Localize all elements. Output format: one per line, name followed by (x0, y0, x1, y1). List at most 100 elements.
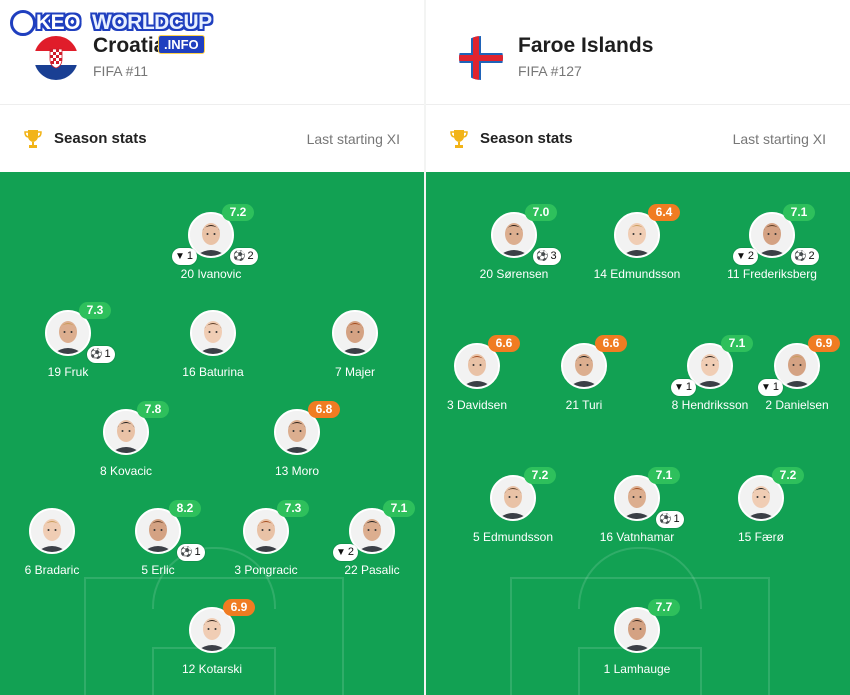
player-name: 8 Kovacic (99, 464, 153, 478)
logo-text-worldcup: WORLDCUP (92, 11, 212, 34)
goals-count: 2 (247, 250, 254, 262)
rating-badge: 6.4 (648, 204, 680, 221)
player-name: 5 Erlic (141, 563, 175, 577)
player-14-edmundsson[interactable]: 6.4 14 Edmundsson (572, 204, 702, 286)
football-icon: ⚽ (90, 349, 103, 360)
player-photo (103, 409, 149, 455)
football-icon: ⚽ (180, 547, 193, 558)
rating-badge: 6.8 (308, 401, 340, 418)
player-20-sørensen[interactable]: 7.0 ⚽3 20 Sørensen (449, 204, 579, 286)
goals-badge: ⚽1 (656, 511, 684, 528)
player-name: 1 Lamhauge (603, 662, 671, 676)
last-starting-xi-label[interactable]: Last starting XI (732, 131, 826, 147)
goals-count: 1 (673, 513, 680, 525)
player-name: 12 Kotarski (181, 662, 243, 676)
player-name: 13 Moro (274, 464, 320, 478)
boot-icon: ▼ (736, 251, 746, 262)
player-1-lamhauge[interactable]: 7.7 1 Lamhauge (572, 599, 702, 681)
player-photo (738, 475, 784, 521)
assists-count: 1 (186, 250, 194, 262)
rating-badge: 7.7 (648, 599, 680, 616)
assists-badge: ▼2 (333, 544, 359, 561)
rating-badge: 8.2 (169, 500, 201, 517)
rating-badge: 7.1 (721, 335, 753, 352)
assists-count: 2 (347, 546, 355, 558)
player-6-bradaric[interactable]: 6 Bradaric (0, 508, 117, 582)
player-name: 16 Vatnhamar (599, 530, 675, 544)
goals-badge: ⚽2 (791, 248, 819, 265)
rating-badge: 7.0 (525, 204, 557, 221)
team-header[interactable]: Faroe Islands FIFA #127 (426, 0, 850, 104)
rating-badge: 7.2 (524, 467, 556, 484)
player-name: 3 Davidsen (446, 398, 508, 412)
assists-count: 1 (772, 381, 780, 393)
player-13-moro[interactable]: 6.8 13 Moro (232, 401, 362, 483)
penalty-box (84, 577, 344, 695)
football-icon: ⚽ (659, 514, 672, 525)
player-7-majer[interactable]: 7 Majer (290, 310, 420, 384)
player-photo (454, 343, 500, 389)
rating-badge: 7.1 (783, 204, 815, 221)
boot-icon: ▼ (761, 382, 771, 393)
player-name: 11 Frederiksberg (727, 267, 817, 281)
trophy-icon (450, 129, 468, 149)
team-header[interactable]: Croatia FIFA #11 (0, 0, 424, 104)
player-name: 15 Færø (737, 530, 784, 544)
goals-count: 1 (104, 348, 111, 360)
assists-badge: ▼1 (758, 379, 784, 396)
goals-badge: ⚽3 (533, 248, 561, 265)
last-starting-xi-label[interactable]: Last starting XI (306, 131, 400, 147)
player-name: 8 Hendriksson (671, 398, 749, 412)
rating-badge: 6.6 (488, 335, 520, 352)
player-photo (332, 310, 378, 356)
player-photo (749, 212, 795, 258)
player-photo (561, 343, 607, 389)
player-16-baturina[interactable]: 16 Baturina (148, 310, 278, 384)
rating-badge: 7.3 (79, 302, 111, 319)
season-stats-label: Season stats (54, 130, 147, 147)
rating-badge: 7.8 (137, 401, 169, 418)
player-name: 7 Majer (334, 365, 375, 379)
football-icon: ⚽ (794, 251, 807, 262)
player-name: 16 Baturina (182, 365, 244, 379)
player-name: 3 Pongracic (234, 563, 298, 577)
season-stats-bar[interactable]: Season stats Last starting XI (0, 104, 424, 173)
season-stats-label: Season stats (480, 130, 573, 147)
player-photo (190, 310, 236, 356)
player-photo (188, 212, 234, 258)
player-photo (490, 475, 536, 521)
player-photo (349, 508, 395, 554)
player-3-davidsen[interactable]: 6.6 3 Davidsen (426, 335, 542, 417)
rating-badge: 7.2 (222, 204, 254, 221)
penalty-box (510, 577, 770, 695)
rating-badge: 6.6 (595, 335, 627, 352)
player-photo (614, 212, 660, 258)
player-name: 20 Sørensen (479, 267, 549, 281)
goals-badge: ⚽1 (177, 544, 205, 561)
player-name: 21 Turi (565, 398, 603, 412)
boot-icon: ▼ (674, 382, 684, 393)
player-photo (189, 607, 235, 653)
season-stats-bar[interactable]: Season stats Last starting XI (426, 104, 850, 173)
player-name: 14 Edmundsson (593, 267, 681, 281)
assists-count: 1 (685, 381, 693, 393)
boot-icon: ▼ (175, 251, 185, 262)
team-panel-faroe-islands: Faroe Islands FIFA #127 Season stats Las… (426, 0, 850, 695)
player-8-kovacic[interactable]: 7.8 8 Kovacic (61, 401, 191, 483)
football-icon: ⚽ (233, 251, 246, 262)
player-21-turi[interactable]: 6.6 21 Turi (519, 335, 649, 417)
player-photo (274, 409, 320, 455)
logo-text-info: .INFO (158, 35, 205, 54)
